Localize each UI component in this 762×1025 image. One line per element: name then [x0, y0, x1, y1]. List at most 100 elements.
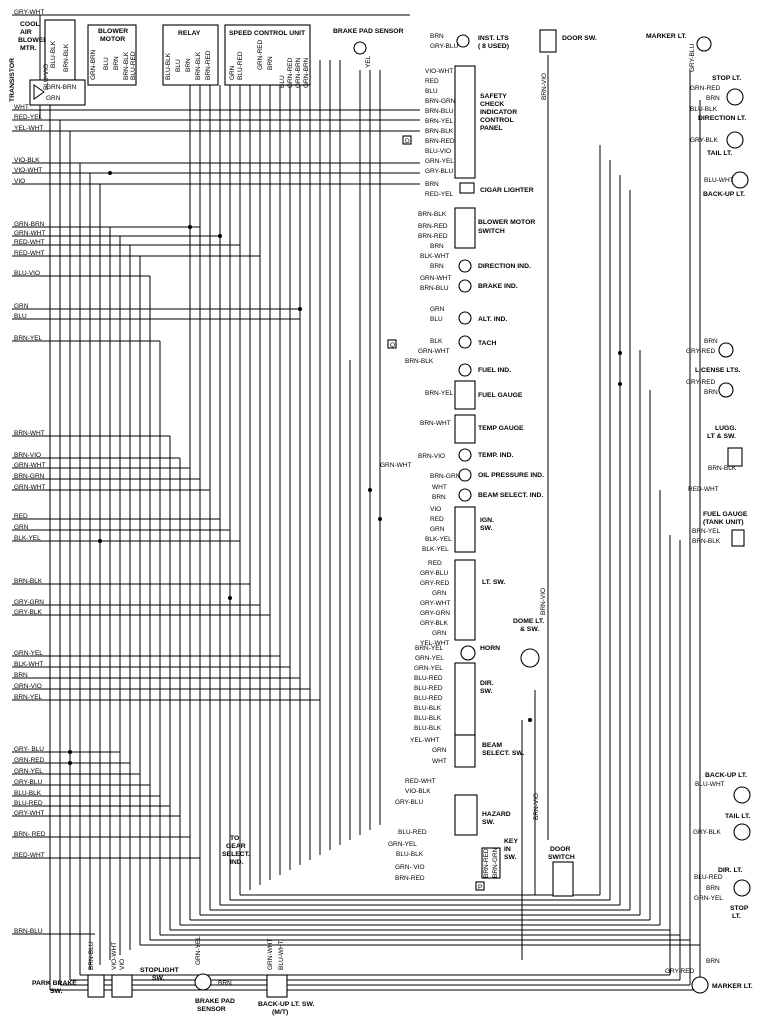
fuel-gauge-tank: FUEL GAUGE (TANK UNIT) BRN-YEL BRN-BLK — [692, 511, 748, 547]
wire-label: GRY-BLU — [425, 168, 453, 175]
wire-label: RED-YEL — [425, 191, 454, 198]
direction-ind-label: DIRECTION IND. — [478, 263, 531, 270]
wire-label: WHT — [14, 104, 29, 111]
wire-label: GRN- VIO — [395, 864, 425, 871]
fuel-tank-label: (TANK UNIT) — [703, 519, 744, 526]
wire-label: BRN-BLK — [405, 358, 434, 365]
gauge-box — [454, 380, 476, 410]
lamp-icon — [696, 36, 712, 52]
safety-panel-label: CONTROL — [480, 117, 514, 124]
wire-label: BRN-BLK — [418, 211, 447, 218]
wire-label: BRN-BLK — [14, 578, 43, 585]
brake-pad-label: SENSOR — [197, 1006, 226, 1013]
relay-label: RELAY — [178, 30, 201, 37]
transistor-symbol — [33, 84, 45, 100]
lamp-icon — [458, 468, 472, 482]
wire-label: VIO-WHT — [14, 167, 42, 174]
wire-label: GRY-BLK — [420, 620, 448, 627]
wire-label: BLU-BLK — [690, 106, 718, 113]
temp-gauge-label: TEMP GAUGE — [478, 425, 524, 432]
wire-label: RED-WHT — [14, 239, 45, 246]
dome-lt: DOME LT. & SW. BRN-VIO BRN-VIO — [513, 588, 547, 820]
horn: BRN-YEL GRN-YEL HORN — [415, 645, 500, 662]
wire-label: VIO-WHT — [425, 68, 453, 75]
wire-label: YEL-WHT — [14, 125, 43, 132]
park-brake-label: SW. — [50, 988, 63, 995]
fuel-tank-label: FUEL GAUGE — [703, 511, 748, 518]
wire-label: BRN-BLU — [420, 285, 449, 292]
wire-label: GRN-RED — [257, 39, 264, 70]
p-label: P — [478, 884, 482, 891]
wire-label: BRN-BLK — [123, 51, 130, 80]
hazard-sw: RED-WHT VIO-BLK GRY-BLU BLU-RED GRN-YEL … — [388, 778, 511, 858]
wire-label: BRN-RED — [418, 233, 448, 240]
door-sw-label: DOOR SW. — [562, 35, 597, 42]
wire-label: GRN-YEL — [425, 158, 454, 165]
wire-label: GRY- BLU — [14, 746, 44, 753]
lt-sw-label: LT. SW. — [482, 579, 505, 586]
wire-label: BRN-YEL — [692, 528, 721, 535]
wire-label: BRN — [706, 95, 720, 102]
wire-label: BLU-RED — [237, 51, 244, 80]
wire-label: BRN-GRN — [425, 98, 456, 105]
wire-label: VIO-BLK — [405, 788, 431, 795]
alt-ind-label: ALT. IND. — [478, 316, 507, 323]
plate-lt: BRN GRY-RED — [686, 338, 734, 358]
wire-label: BRN-GRN — [492, 847, 499, 878]
wire-label: BLK — [430, 338, 443, 345]
wire-label: GRN-RED — [690, 85, 721, 92]
ign-sw: VIO RED GRN BLK-YEL BLK-YEL IGN. SW. — [422, 506, 494, 553]
wire-label: BLU-BLK — [414, 705, 442, 712]
brake-pad-connector — [353, 41, 367, 55]
wire-label: BRN — [430, 243, 444, 250]
brake-pad-label: BRAKE PAD SENSOR — [333, 28, 404, 35]
safety-check-panel: VIO-WHT RED BLU BRN-GRN BRN-BLU BRN-YEL … — [402, 65, 517, 179]
stop-lt2: STOP LT. — [730, 905, 749, 920]
wire-label: BLU-BLK — [14, 790, 42, 797]
brake-ind: BRN-BLU BRAKE IND. — [420, 279, 518, 293]
wire-label: BRN-BLK — [708, 465, 737, 472]
wire-label: BLU-RED — [14, 800, 43, 807]
wire-label: BRN-VIO — [541, 73, 548, 100]
wire-label: BRN-YEL — [14, 335, 43, 342]
cool-air-label: MTR. — [20, 45, 37, 52]
wire-label: GRN — [430, 526, 445, 533]
safety-panel-label: INDICATOR — [480, 109, 517, 116]
wire-label: GRY-WHT — [14, 9, 44, 16]
key-in-sw: BRN-RED BRN-GRN KEY IN SW. P — [475, 838, 518, 891]
stoplight-box — [111, 974, 133, 998]
splice-dot — [618, 382, 622, 386]
wire-label: BRN-YEL — [425, 390, 454, 397]
splice-dot — [618, 351, 622, 355]
cool-air-box — [44, 19, 76, 81]
wire-label: GRN-VIO — [14, 683, 42, 690]
d-label: D — [405, 138, 410, 145]
wire-label: BRN-VIO — [540, 588, 547, 615]
wire-label: BLU-VIO — [14, 270, 40, 277]
marker-lt-label: MARKER LT. — [646, 33, 687, 40]
splice-dot — [188, 225, 192, 229]
bottom-bus — [50, 894, 700, 991]
cigar-lighter-icon — [459, 182, 475, 194]
dir-sw: GRN-YEL BLU-RED BLU-RED BLU-RED BLU-BLK … — [414, 662, 494, 736]
back-up-sw-box — [266, 974, 288, 998]
stop-lt: STOP LT. GRN-RED BRN — [690, 75, 744, 106]
wire-label: BRN — [14, 672, 28, 679]
dir-sw-box — [454, 662, 476, 736]
wire-label: BRN-VIO — [418, 453, 445, 460]
wire-label: BRN-BLK — [195, 51, 202, 80]
horn-icon — [460, 645, 476, 661]
to-gear-label: GEAR — [226, 843, 246, 850]
wire-label: BRN-RED — [418, 223, 448, 230]
wire-label: BLU-BLK — [165, 52, 172, 80]
q-label: Q — [390, 342, 395, 349]
beam-sw-label: SELECT. SW. — [482, 750, 524, 757]
lamp-icon — [520, 648, 540, 668]
splice-dot — [98, 539, 102, 543]
lamp-icon — [731, 171, 749, 189]
wire-label: GRN-YEL — [195, 936, 202, 965]
key-sw-label: KEY — [504, 838, 518, 845]
park-brake-label: PARK BRAKE — [32, 980, 77, 987]
relay: RELAY BLU-BLK BLU BRN BRN-BLK BRN-RED — [162, 24, 219, 86]
